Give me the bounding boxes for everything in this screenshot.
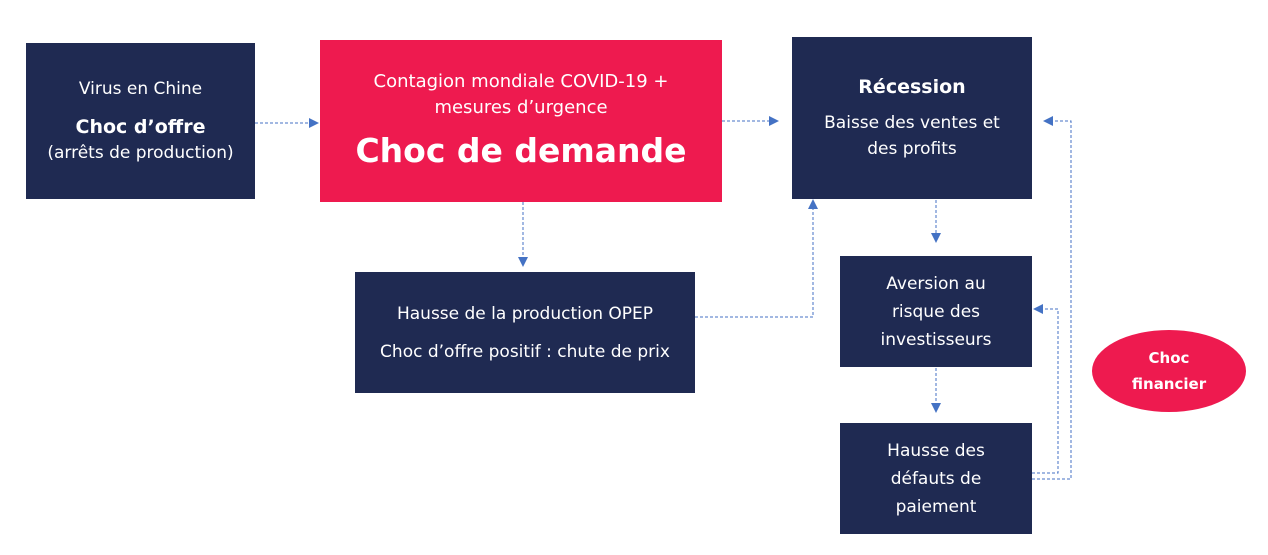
virus-line1: Virus en Chine	[78, 79, 203, 99]
opep-box: Hausse de la production OPEP Choc d’offr…	[355, 272, 695, 393]
contagion-box: Contagion mondiale COVID-19 + mesures d’…	[320, 40, 722, 202]
aversion-line3: investisseurs	[880, 329, 992, 350]
contagion-line2: mesures d’urgence	[434, 97, 608, 118]
choc-financier-ellipse: Choc financier	[1092, 330, 1246, 412]
virus-line3: (arrêts de production)	[47, 143, 234, 163]
defauts-box: Hausse des défauts de paiement	[840, 423, 1032, 534]
arrow-defauts-to-recession	[1032, 116, 1072, 480]
virus-box: Virus en Chine Choc d’offre (arrêts de p…	[26, 43, 255, 199]
arrow-opep-to-recession	[695, 199, 818, 318]
recession-title: Récession	[858, 76, 966, 98]
defauts-line2: défauts de	[890, 468, 982, 489]
choc-financier-line2: financier	[1131, 375, 1207, 393]
aversion-box: Aversion au risque des investisseurs	[840, 256, 1032, 367]
aversion-line2: risque des	[891, 301, 981, 322]
contagion-line1: Contagion mondiale COVID-19 +	[373, 71, 669, 92]
opep-line2: Choc d’offre positif : chute de prix	[380, 341, 670, 362]
contagion-headline: Choc de demande	[355, 131, 687, 170]
arrow-defauts-to-aversion	[1032, 304, 1059, 474]
recession-line2: des profits	[867, 139, 957, 159]
defauts-line3: paiement	[895, 496, 977, 517]
recession-box: Récession Baisse des ventes et des profi…	[792, 37, 1032, 199]
virus-line2: Choc d’offre	[75, 116, 206, 138]
choc-financier-line1: Choc	[1148, 349, 1190, 367]
defauts-line1: Hausse des	[887, 440, 985, 461]
opep-line1: Hausse de la production OPEP	[396, 303, 654, 324]
aversion-line1: Aversion au	[886, 273, 986, 294]
recession-line1: Baisse des ventes et	[824, 113, 1000, 133]
